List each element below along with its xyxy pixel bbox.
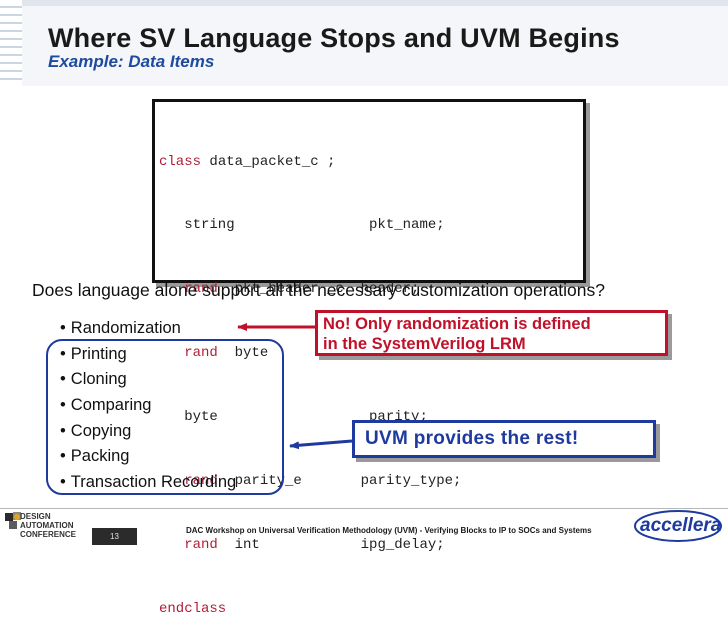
blue-arrow-icon [289, 439, 353, 450]
list-item: Packing [60, 444, 236, 470]
arrows-overlay [237, 323, 353, 450]
footer-text: DAC Workshop on Universal Verification M… [186, 526, 592, 535]
accellera-logo-icon [634, 510, 722, 542]
code-line: rand pkt_header _c header; [159, 281, 420, 298]
footer-divider [0, 508, 728, 509]
code-line: string pkt_name; [159, 217, 445, 234]
page-number: 13 [92, 528, 137, 545]
list-item: Copying [60, 419, 236, 445]
callout-blue: UVM provides the rest! [352, 420, 656, 458]
callout-red-line2: in the SystemVerilog LRM [323, 334, 526, 353]
header-strip [0, 0, 728, 6]
list-item: Comparing [60, 393, 236, 419]
question-text: Does language alone support all the nece… [32, 280, 605, 300]
dac-logo-text: DESIGN AUTOMATION CONFERENCE [20, 512, 77, 539]
accellera-logo-text: accellera [640, 515, 722, 536]
dac-logo-icon [5, 512, 21, 529]
title-block [22, 6, 728, 86]
callout-red-line1: No! Only randomization is defined [323, 315, 591, 333]
list-item: Cloning [60, 367, 236, 393]
header-stripes [0, 0, 22, 86]
list-item: Transaction Recording [60, 470, 236, 496]
list-item: Printing [60, 342, 236, 368]
slide-title: Where SV Language Stops and UVM Begins [48, 23, 620, 53]
callout-red: No! Only randomization is defined in the… [315, 310, 668, 356]
highlight-oval [46, 339, 284, 495]
code-line: endclass [159, 600, 227, 617]
list-item: Randomization [60, 316, 236, 342]
slide-subtitle: Example: Data Items [48, 52, 215, 71]
code-box [152, 99, 586, 283]
operations-list: Randomization Printing Cloning Comparing… [60, 316, 236, 496]
code-line: class data_packet_c ; [159, 153, 336, 170]
